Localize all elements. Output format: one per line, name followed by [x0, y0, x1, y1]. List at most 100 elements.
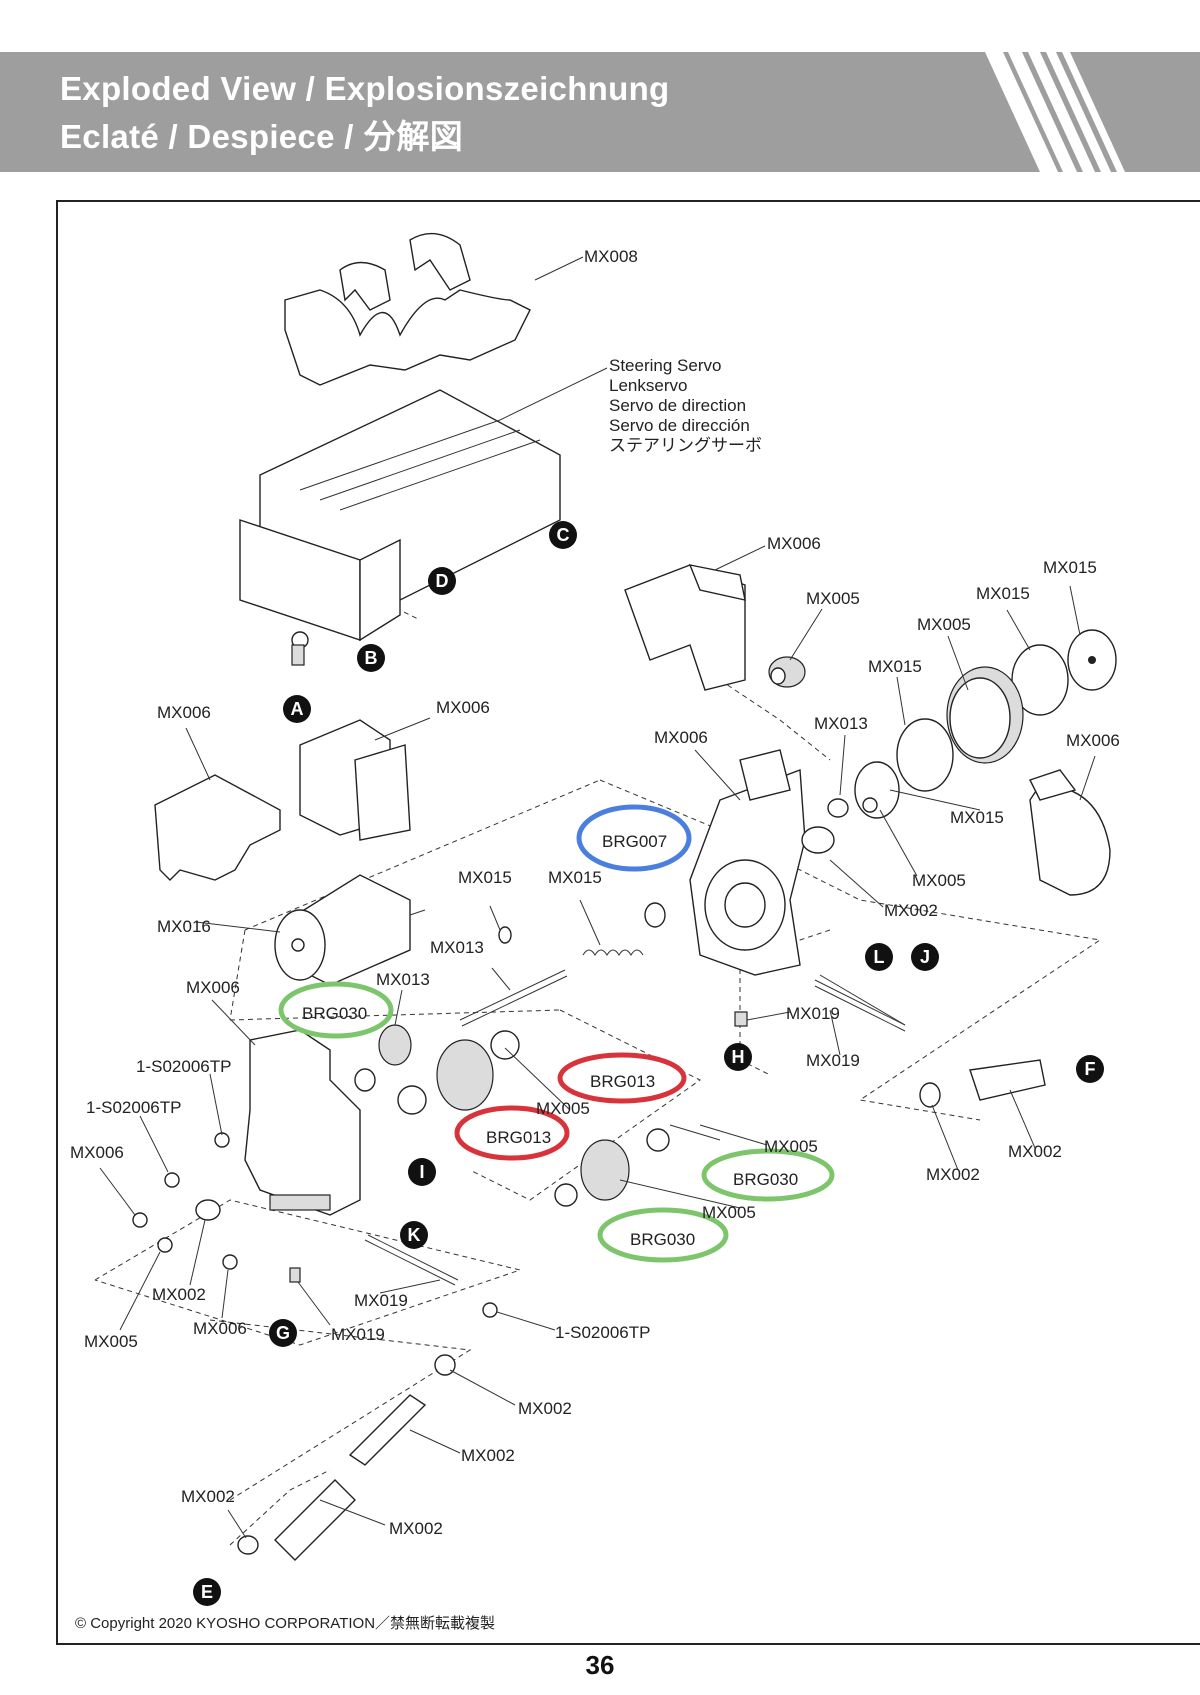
label-mx005: MX005 [912, 871, 966, 890]
label-mx005: MX005 [806, 589, 860, 608]
label-mx015: MX015 [976, 584, 1030, 603]
label-mx019: MX019 [354, 1291, 408, 1310]
page-number: 36 [585, 1650, 615, 1680]
copyright-notice: © Copyright 2020 KYOSHO CORPORATION／禁無断転… [75, 1615, 496, 1632]
transmission-gears-part [354, 1024, 670, 1207]
diff-cover-part [1029, 769, 1111, 896]
marker-h: H [724, 1043, 752, 1071]
label-mx005: MX005 [764, 1137, 818, 1156]
svg-text:I: I [419, 1162, 424, 1182]
marker-b: B [357, 644, 385, 672]
label-1-s02006tp: 1-S02006TP [86, 1098, 181, 1117]
svg-text:B: B [365, 648, 378, 668]
label-mx015: MX015 [868, 657, 922, 676]
label-brg013: BRG013 [590, 1072, 655, 1091]
svg-text:J: J [920, 947, 930, 967]
marker-l: L [865, 943, 893, 971]
label-mx002: MX002 [181, 1487, 235, 1506]
gearbox-left-half-part [244, 1029, 361, 1216]
marker-g: G [269, 1319, 297, 1347]
part-callout-labels: MX008 Steering Servo Lenkservo Servo de … [70, 247, 1120, 1538]
label-mx015: MX015 [950, 808, 1004, 827]
label-mx002: MX002 [152, 1285, 206, 1304]
label-mx019: MX019 [806, 1051, 860, 1070]
screws-part [132, 797, 878, 1318]
svg-text:D: D [436, 571, 449, 591]
header-stripes-decoration [985, 52, 1125, 172]
highlight-rings [278, 804, 835, 1263]
label-mx006: MX006 [436, 698, 490, 717]
marker-j: J [911, 943, 939, 971]
label-mx019: MX019 [786, 1004, 840, 1023]
label-mx002: MX002 [389, 1519, 443, 1538]
svg-text:G: G [276, 1323, 290, 1343]
label-1-s02006tp: 1-S02006TP [555, 1323, 650, 1342]
svg-text:C: C [557, 525, 570, 545]
label-brg030: BRG030 [302, 1004, 367, 1023]
label-mx016: MX016 [157, 917, 211, 936]
label-mx006: MX006 [1066, 731, 1120, 750]
pinion-gear-part [768, 656, 806, 688]
svg-text:A: A [291, 699, 304, 719]
label-mx015: MX015 [1043, 558, 1097, 577]
label-mx006: MX006 [193, 1319, 247, 1338]
label-mx006: MX006 [186, 978, 240, 997]
label-mx013: MX013 [430, 938, 484, 957]
pins-part [364, 974, 906, 1286]
label-mx005: MX005 [917, 615, 971, 634]
label-mx005: MX005 [702, 1203, 756, 1222]
svg-text:H: H [732, 1047, 745, 1067]
label-mx006: MX006 [157, 703, 211, 722]
assembly-markers: A B C D E F G H I J K L [193, 521, 1104, 1606]
label-brg013: BRG013 [486, 1128, 551, 1147]
gearbox-housing-part [689, 749, 806, 976]
marker-a: A [283, 695, 311, 723]
label-1-s02006tp: 1-S02006TP [136, 1057, 231, 1076]
steering-servo-part [239, 389, 561, 666]
label-mx006: MX006 [70, 1143, 124, 1162]
label-steering-servo-de: Lenkservo [609, 376, 687, 395]
motor-part [274, 874, 426, 986]
label-mx002: MX002 [1008, 1142, 1062, 1161]
label-mx013: MX013 [814, 714, 868, 733]
label-mx002: MX002 [518, 1399, 572, 1418]
label-mx005: MX005 [84, 1332, 138, 1351]
svg-text:K: K [408, 1225, 421, 1245]
label-mx006: MX006 [654, 728, 708, 747]
gear-cover-part [624, 564, 746, 691]
label-mx006: MX006 [767, 534, 821, 553]
label-steering-servo-es: Servo de dirección [609, 416, 750, 435]
marker-e: E [193, 1578, 221, 1606]
label-brg007: BRG007 [602, 832, 667, 851]
spring-and-clip-part [498, 902, 666, 956]
label-mx002: MX002 [884, 901, 938, 920]
label-mx002: MX002 [926, 1165, 980, 1184]
motor-cap-part [154, 719, 411, 881]
label-brg030: BRG030 [733, 1170, 798, 1189]
drive-shafts-part [459, 969, 906, 1141]
label-brg030: BRG030 [630, 1230, 695, 1249]
label-mx005: MX005 [536, 1099, 590, 1118]
label-mx015: MX015 [458, 868, 512, 887]
marker-f: F [1076, 1055, 1104, 1083]
label-mx013: MX013 [376, 970, 430, 989]
driveshaft-lower-part [274, 1394, 427, 1561]
page-title-line-1: Exploded View / Explosionszeichnung [60, 70, 670, 107]
svg-text:E: E [201, 1582, 213, 1602]
assembly-guide-lines [94, 559, 1102, 1546]
svg-text:L: L [874, 947, 885, 967]
marker-i: I [408, 1158, 436, 1186]
marker-d: D [428, 567, 456, 595]
label-mx008: MX008 [584, 247, 638, 266]
marker-k: K [400, 1221, 428, 1249]
page-title-line-2: Eclaté / Despiece / 分解図 [60, 118, 464, 155]
label-steering-servo-ja: ステアリングサーボ [609, 436, 762, 455]
label-steering-servo-fr: Servo de direction [609, 396, 746, 415]
marker-c: C [549, 521, 577, 549]
label-mx002: MX002 [461, 1446, 515, 1465]
svg-text:F: F [1085, 1059, 1096, 1079]
label-mx019: MX019 [331, 1325, 385, 1344]
label-steering-servo: Steering Servo [609, 356, 721, 375]
diagram-frame [56, 200, 1200, 1645]
